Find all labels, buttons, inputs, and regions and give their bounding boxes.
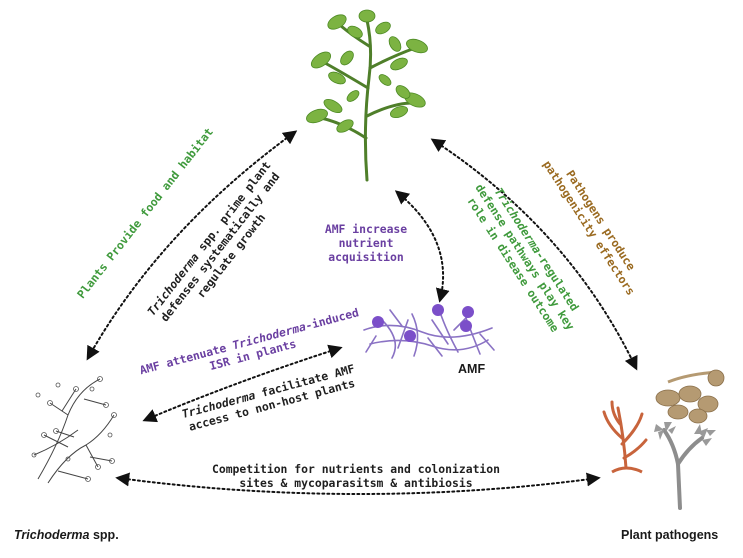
label-amf-increase-nutrients: AMF increase nutrient acquisition [324, 222, 408, 264]
arrow-plant-trichoderma [86, 130, 298, 361]
arrow-plant-pathogens [430, 138, 638, 371]
arrow-plant-amf [394, 190, 450, 303]
arrow-amf-trichoderma [142, 344, 343, 423]
amf-label: AMF [458, 362, 486, 376]
pathogens-label: Plant pathogens [621, 528, 719, 542]
label-competition: Competition for nutrients and colonizati… [211, 462, 501, 490]
trichoderma-label: Trichoderma spp. [14, 528, 119, 542]
arrow-trichoderma-pathogens [115, 472, 601, 495]
tomato-plant-icon [306, 9, 428, 182]
trichoderma-mycelium-icon [31, 376, 117, 484]
amf-hyphae-icon [363, 304, 495, 359]
plant-pathogens-icon [602, 369, 725, 510]
